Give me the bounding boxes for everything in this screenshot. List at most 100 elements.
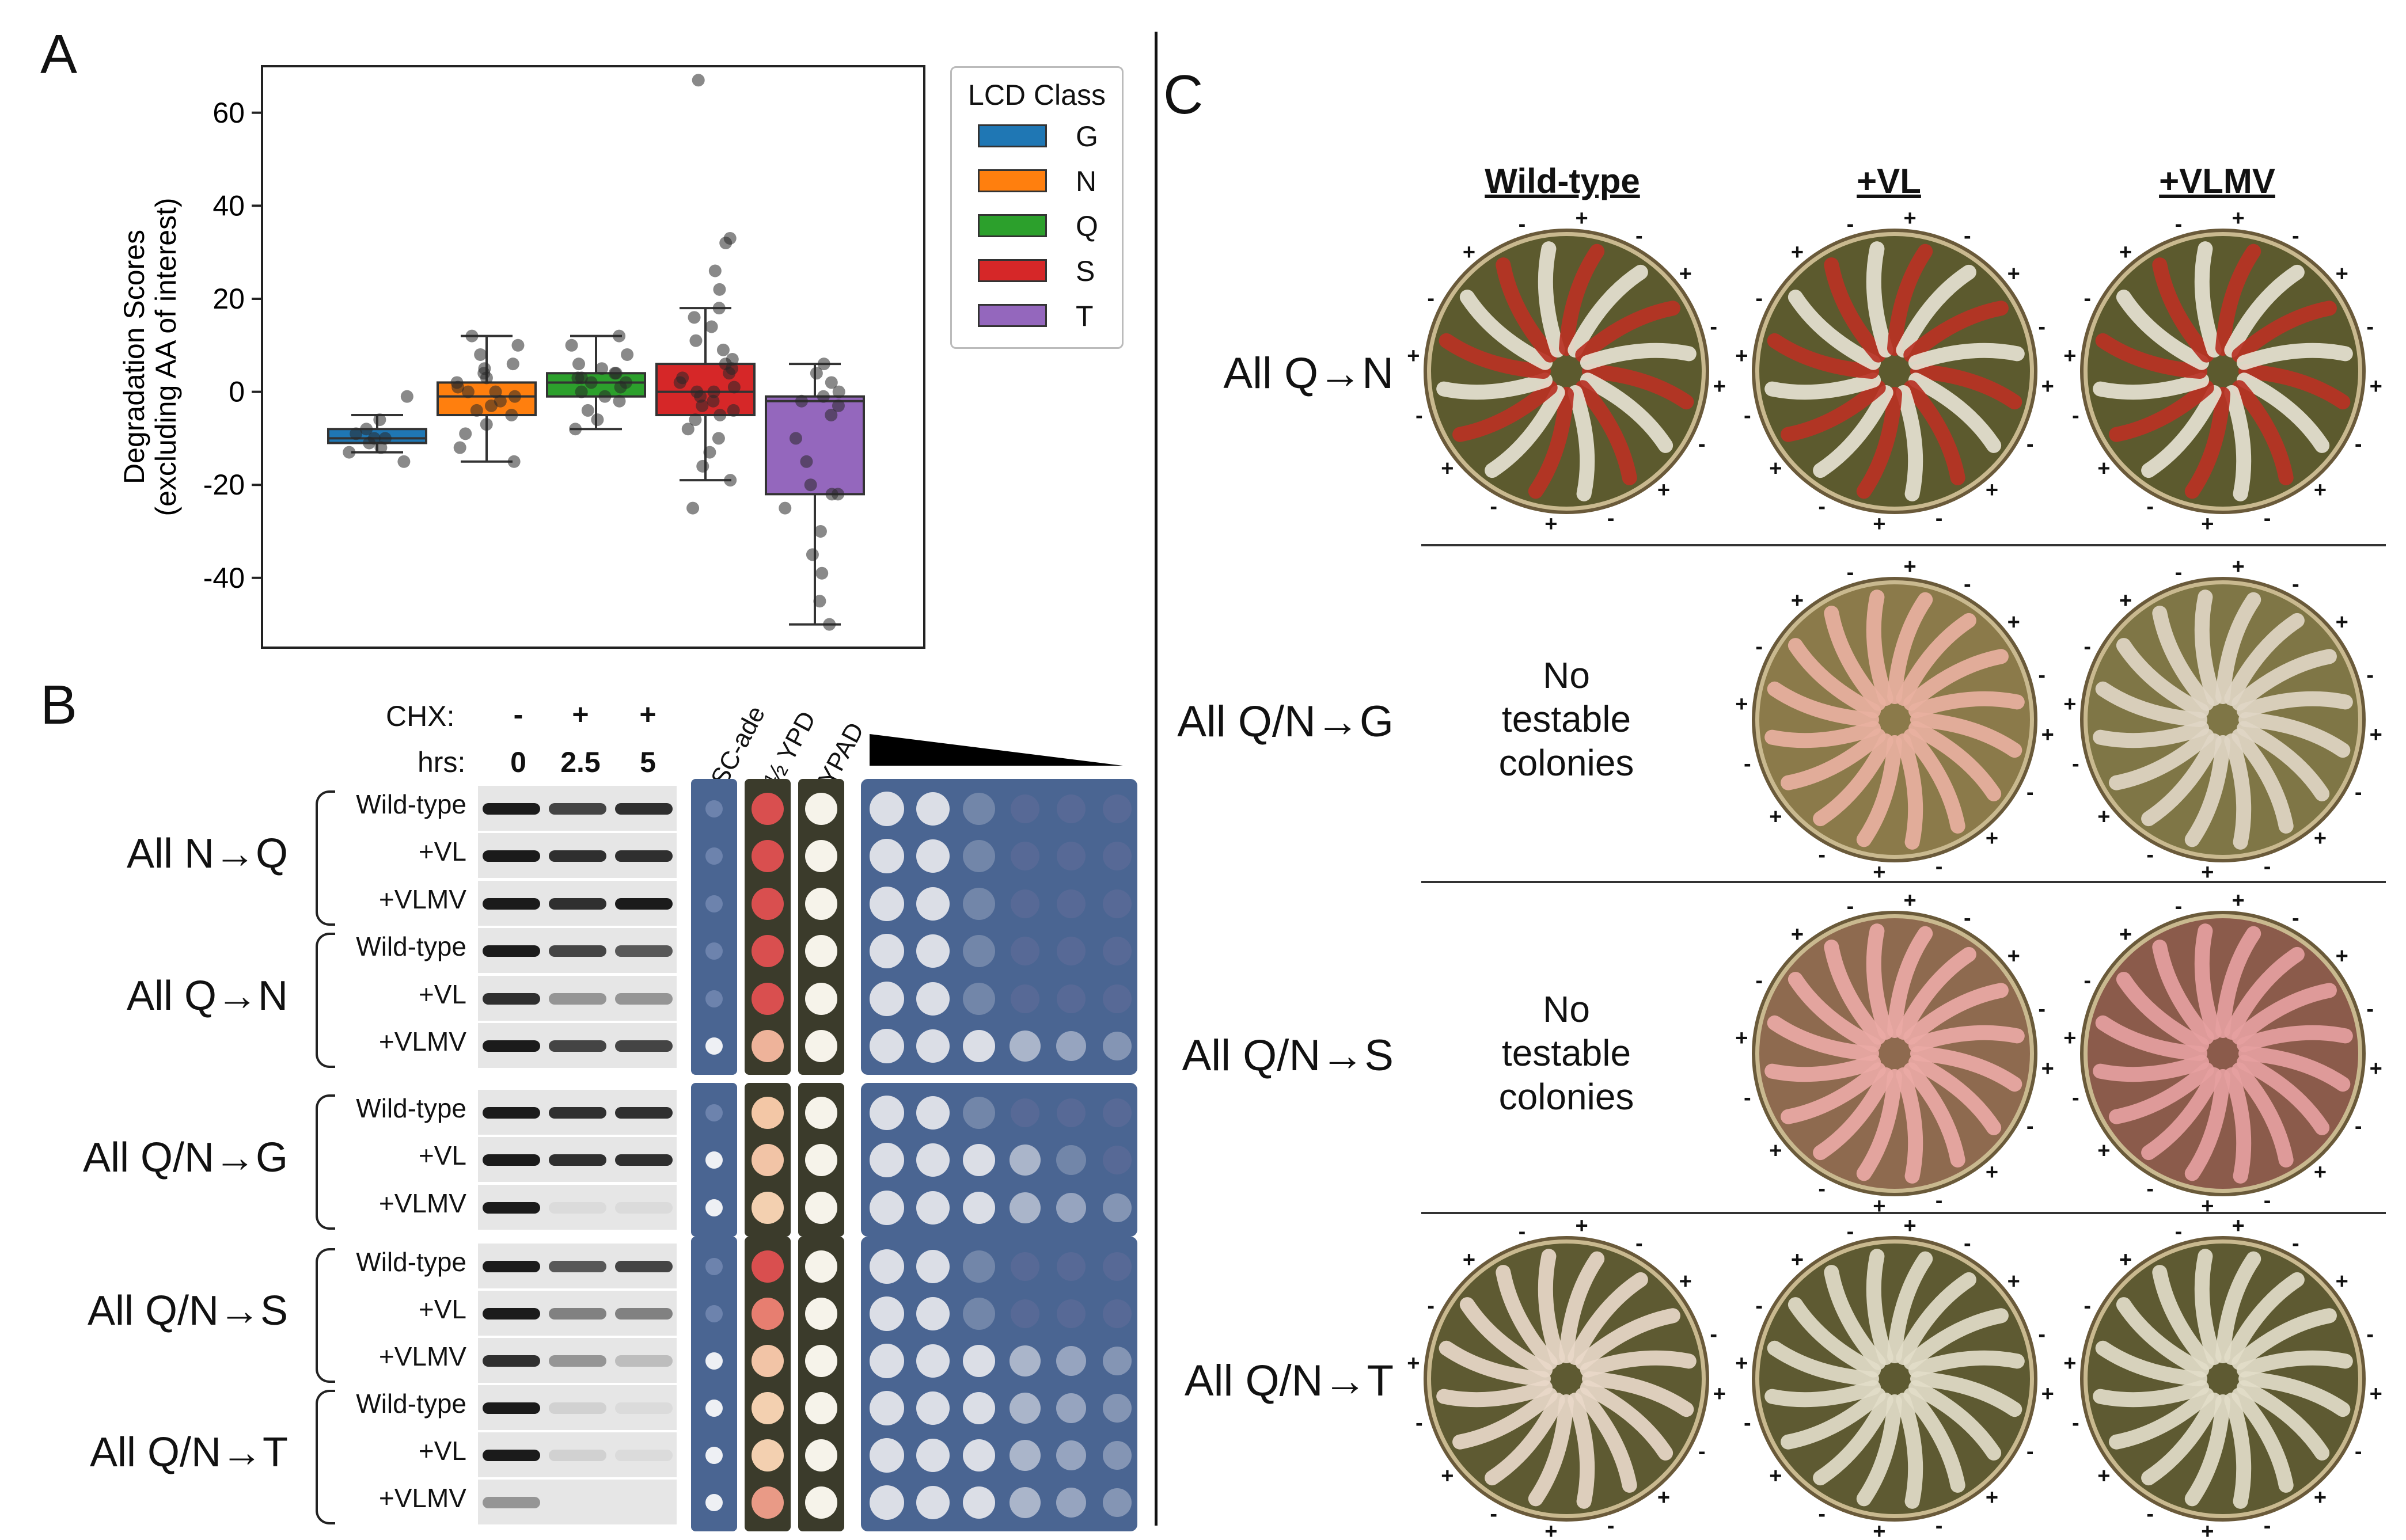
sector-sign: - — [2146, 1502, 2154, 1526]
colony-streak — [1580, 1350, 1697, 1378]
plate-center — [2208, 705, 2238, 735]
dilution-spot — [1057, 937, 1086, 965]
data-point — [716, 343, 730, 356]
legend-swatch — [978, 169, 1047, 192]
data-point — [350, 427, 363, 440]
data-point — [689, 334, 703, 347]
colony-streak — [1910, 364, 2022, 410]
dilution-spot — [1056, 1346, 1086, 1376]
data-point — [723, 231, 737, 245]
dilution-spot — [870, 1485, 904, 1520]
variant-label: +VL — [418, 1436, 466, 1466]
chx-value: + — [572, 698, 589, 731]
sector-sign: - — [2072, 1411, 2079, 1435]
ypad-spot — [805, 1439, 837, 1471]
dilution-spot — [870, 1391, 904, 1425]
colony-streak — [1575, 301, 1680, 363]
dilution-spot — [1011, 984, 1039, 1013]
colony-streak — [1887, 1251, 1933, 1363]
western-blot-lane — [478, 881, 677, 926]
data-point — [505, 409, 518, 421]
sector-sign: - — [2175, 1219, 2183, 1244]
data-point — [712, 302, 726, 315]
variant-label: +VLMV — [378, 884, 466, 914]
sector-sign: - — [2084, 635, 2091, 659]
colony-streak — [1459, 1297, 1553, 1378]
colony-streak — [1582, 364, 1694, 410]
y-tick-label: -20 — [203, 469, 245, 501]
sector-sign: + — [2232, 558, 2245, 579]
plate-row-label: All Q→N — [1223, 349, 1394, 398]
dilution-spot — [963, 935, 995, 967]
data-point — [508, 390, 521, 403]
sector-sign: - — [1607, 1514, 1615, 1538]
sector-sign: - — [1818, 495, 1826, 519]
dilution-spot — [1010, 1393, 1041, 1424]
construct-label: All N→Q — [126, 830, 288, 877]
data-point — [817, 390, 830, 403]
colony-streak — [1788, 290, 1881, 370]
sector-sign: + — [1791, 1248, 1804, 1272]
sector-sign: - — [1847, 212, 1854, 236]
dilution-spot — [1011, 842, 1039, 870]
data-point — [800, 455, 813, 468]
colony-streak — [2141, 1067, 2222, 1161]
dilution-spot — [916, 1191, 950, 1225]
dilution-spot — [963, 793, 995, 825]
dilution-spot — [1103, 1252, 1132, 1281]
sector-sign: + — [1769, 457, 1782, 481]
colony-streak — [2232, 301, 2337, 363]
sector-sign: - — [1964, 224, 1971, 248]
hrs-value: 2.5 — [560, 746, 601, 778]
colony-streak — [2184, 387, 2230, 499]
dilution-spot — [1010, 1440, 1041, 1471]
sector-sign: - — [1964, 572, 1971, 596]
sector-sign: + — [2119, 1248, 2132, 1272]
data-point — [470, 404, 483, 417]
protein-band — [549, 1355, 606, 1367]
data-point — [480, 418, 493, 431]
sector-sign: - — [1415, 1411, 1423, 1435]
sector-sign: + — [2063, 344, 2076, 368]
sector-sign: - — [2292, 224, 2299, 248]
colony-streak — [1568, 385, 1595, 501]
sector-sign: - — [1964, 1231, 1971, 1256]
sector-sign: + — [2041, 1382, 2054, 1406]
data-point — [489, 385, 502, 398]
colony-streak — [2224, 946, 2305, 1040]
y-tick-label: 0 — [229, 376, 245, 408]
colony-streak — [2194, 590, 2222, 706]
half-ypd-spot — [752, 1030, 784, 1062]
data-point — [814, 525, 827, 538]
sector-sign: - — [2366, 315, 2374, 339]
sector-sign: + — [2201, 512, 2214, 533]
colony-streak — [1485, 1392, 1565, 1486]
colony-streak — [2224, 613, 2305, 706]
sector-sign: + — [1407, 1351, 1420, 1375]
sector-sign: - — [1490, 1502, 1497, 1526]
data-point — [591, 413, 604, 427]
sector-sign: - — [2026, 432, 2034, 456]
sector-sign: - — [2084, 1294, 2091, 1318]
colony-streak — [1813, 733, 1893, 827]
dilution-spot — [1011, 794, 1039, 823]
colony-streak — [1856, 1394, 1902, 1507]
colony-streak — [2232, 983, 2337, 1045]
dilution-spot — [1011, 1299, 1039, 1328]
y-tick-label: 60 — [212, 97, 245, 129]
sector-sign: + — [1904, 558, 1917, 579]
colony-streak — [1896, 1272, 1976, 1366]
sector-sign: + — [1576, 210, 1588, 230]
colony-streak — [1459, 290, 1553, 370]
legend-title: LCD Class — [968, 79, 1106, 111]
data-point — [595, 362, 609, 375]
dilution-spot — [963, 1392, 995, 1424]
colony-streak — [2095, 1340, 2207, 1386]
data-point — [810, 367, 823, 380]
group-brace — [316, 1094, 335, 1230]
colony-streak — [2232, 728, 2294, 834]
dilution-spot — [1057, 984, 1086, 1013]
dilution-spot — [1103, 889, 1132, 918]
dilution-spot — [963, 1250, 995, 1283]
